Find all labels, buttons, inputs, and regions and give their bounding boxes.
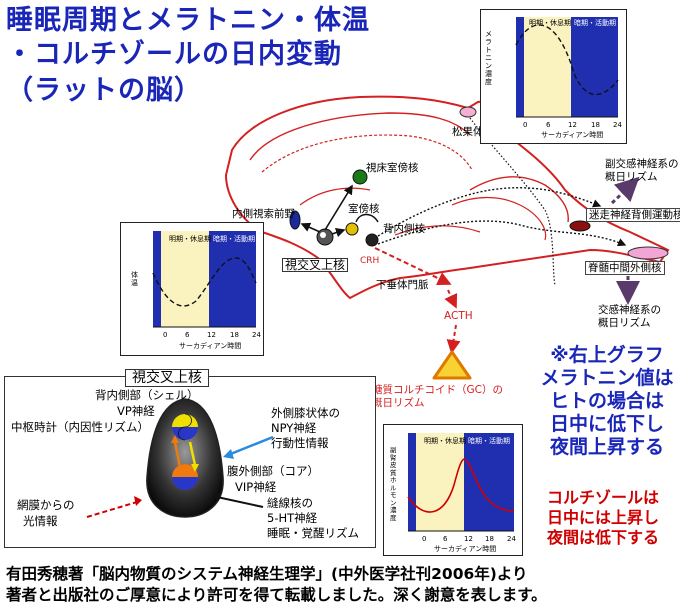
melatonin-tick-6: 6: [546, 121, 551, 129]
melatonin-note-line-2: メラトニン値は: [540, 367, 674, 389]
credit-line-1: 有田秀穂著「脳内物質のシステム神経生理学」(中外医学社刊2006年)より: [6, 565, 528, 583]
cortisol-tick-6: 6: [443, 535, 448, 543]
label-gc-2: 概日リズム: [372, 397, 425, 409]
melatonin-graph: 明期・休息期 暗期・活動期 メラトニン濃度 0 6 12 18 24 サーカディ…: [480, 9, 627, 144]
cortisol-xlabel: サーカディアン時間: [434, 545, 497, 553]
melatonin-dark-label: 暗期・活動期: [574, 19, 616, 27]
scn-ventrolateral-1: 腹外側部（コア）: [227, 464, 319, 478]
label-pineal: 松果体: [452, 126, 484, 138]
scn-raphe-2: 5-HT神経: [267, 511, 318, 525]
label-scn: 視交叉上核: [282, 258, 349, 272]
label-para-1: 副交感神経系の: [605, 158, 679, 170]
cortisol-ylabel: 副腎皮質ホルモン濃度: [390, 446, 397, 522]
scn-detail-box: 視交叉上核 背内側部（シェル） VP神経 中枢時計（内因性リズム） 外側膝状体の…: [4, 369, 376, 548]
cortisol-tick-0: 0: [422, 535, 427, 543]
label-vagal: 迷走神経背側運動核: [586, 208, 680, 222]
temperature-tick-12: 12: [207, 331, 216, 339]
temperature-tick-6: 6: [185, 331, 190, 339]
label-iml: 脊髄中間外側核: [585, 261, 665, 275]
temperature-dark-label: 暗期・活動期: [213, 235, 255, 243]
melatonin-note-line-5: 夜間上昇する: [549, 436, 664, 458]
label-dmh: 背内側核: [383, 223, 425, 235]
cortisol-note: コルチゾールは 日中には上昇し 夜間は低下する: [530, 488, 676, 548]
label-para-2: 概日リズム: [605, 171, 658, 183]
cortisol-tick-18: 18: [485, 535, 494, 543]
scn-raphe-3: 睡眠・覚醒リズム: [267, 526, 359, 540]
cortisol-note-line-3: 夜間は低下する: [546, 528, 659, 547]
melatonin-note-line-4: 日中に低下し: [549, 413, 664, 435]
label-acth: ACTH: [444, 310, 473, 322]
cortisol-light-label: 明期・休息期: [424, 437, 466, 445]
title-line-3: （ラットの脳）: [6, 75, 202, 106]
temperature-light-label: 明期・休息期: [169, 235, 211, 243]
credit-line-2: 著者と出版社のご厚意により許可を得て転載しました。深く謝意を表します。: [6, 586, 547, 604]
temperature-tick-24: 24: [252, 331, 261, 339]
scn-box-title: 視交叉上核: [125, 369, 209, 387]
cortisol-graph: 明期・休息期 暗期・活動期 副腎皮質ホルモン濃度 0 6 12 18 24 サー…: [383, 424, 523, 556]
label-symp-1: 交感神経系の: [598, 304, 661, 316]
scn-clock: 中枢時計（内因性リズム）: [11, 420, 149, 434]
melatonin-tick-24: 24: [613, 121, 622, 129]
label-crh: CRH: [360, 256, 380, 266]
scn-dorsomedial-2: VP神経: [117, 404, 155, 418]
label-portal: 下垂体門脈: [376, 279, 429, 291]
melatonin-ylabel: メラトニン濃度: [485, 30, 492, 86]
cortisol-dark-label: 暗期・活動期: [468, 437, 510, 445]
label-pvn: 室傍核: [348, 203, 380, 215]
label-gc-1: 糖質コルチコイド（GC）の: [372, 384, 503, 396]
scn-lgn-3: 行動性情報: [271, 436, 329, 450]
scn-retina-2: 光情報: [23, 514, 58, 528]
label-pvt: 視床室傍核: [366, 162, 419, 174]
title-line-1: 睡眠周期とメラトニン・体温: [6, 5, 370, 36]
scn-dorsomedial-1: 背内側部（シェル）: [95, 388, 199, 402]
scn-ventrolateral-2: VIP神経: [235, 480, 277, 494]
temperature-tick-18: 18: [230, 331, 239, 339]
melatonin-xlabel: サーカディアン時間: [541, 131, 604, 139]
melatonin-light-label: 明期・休息期: [529, 19, 571, 27]
title-line-2: ・コルチゾールの日内変動: [6, 39, 342, 70]
temperature-tick-0: 0: [163, 331, 168, 339]
melatonin-note-line-1: ※右上グラフ: [550, 344, 664, 366]
temperature-xlabel: サーカディアン時間: [179, 342, 242, 350]
melatonin-tick-12: 12: [568, 121, 577, 129]
scn-lgn-2: NPY神経: [271, 421, 317, 435]
cortisol-tick-12: 12: [464, 535, 473, 543]
cortisol-note-line-2: 日中には上昇し: [546, 508, 659, 527]
scn-lgn-1: 外側膝状体の: [271, 406, 340, 420]
cortisol-note-line-1: コルチゾールは: [546, 488, 659, 507]
temperature-ylabel: 体温: [131, 271, 138, 287]
scn-retina-1: 網膜からの: [17, 498, 75, 512]
label-symp-2: 概日リズム: [598, 317, 651, 329]
cortisol-tick-24: 24: [507, 535, 516, 543]
temperature-graph: 明期・休息期 暗期・活動期 体温 0 6 12 18 24 サーカディアン時間: [120, 222, 264, 356]
melatonin-tick-0: 0: [523, 121, 528, 129]
melatonin-tick-18: 18: [591, 121, 600, 129]
scn-raphe-1: 縫線核の: [267, 496, 313, 510]
melatonin-note-line-3: ヒトの場合は: [549, 390, 664, 412]
label-mpo: 内側視索前野: [232, 208, 295, 220]
melatonin-note: ※右上グラフ メラトニン値は ヒトの場合は 日中に低下し 夜間上昇する: [534, 344, 680, 459]
